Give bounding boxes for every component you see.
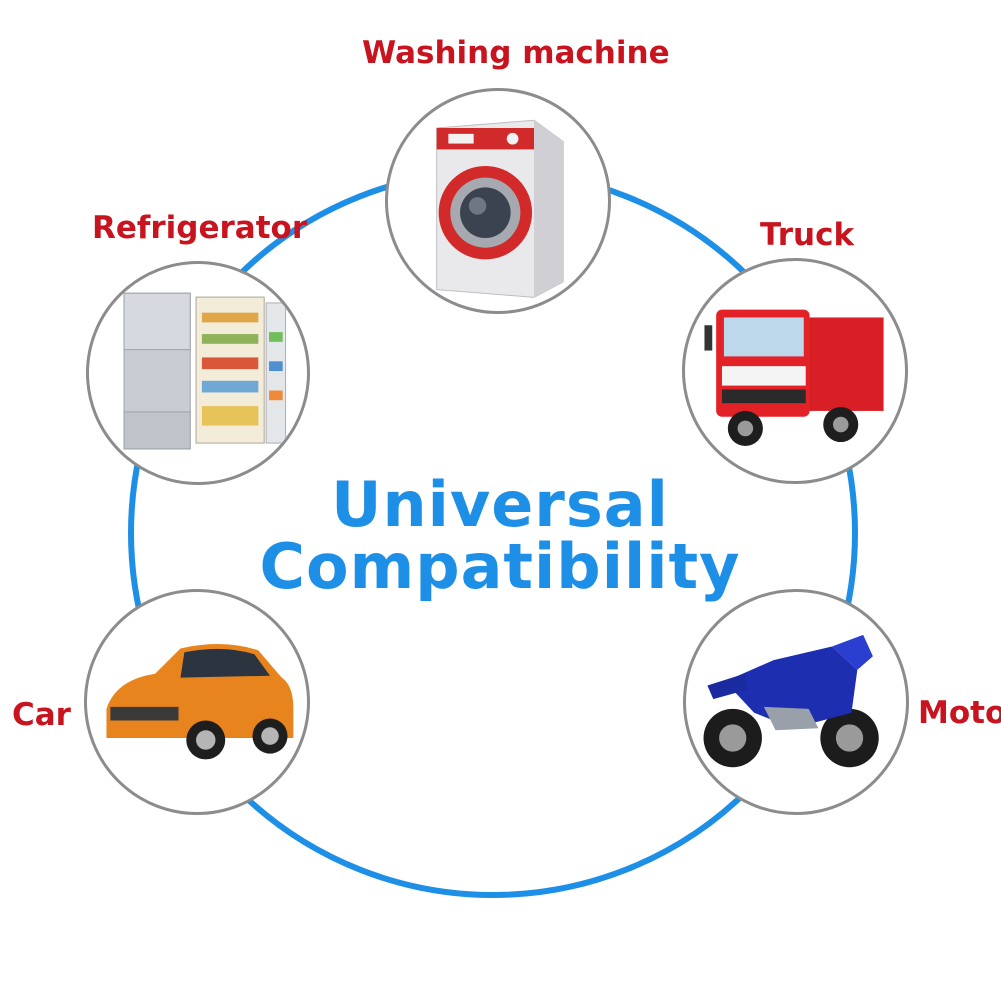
label-truck: Truck — [760, 217, 855, 253]
refrigerator-icon — [123, 292, 287, 450]
label-refrigerator: Refrigerator — [92, 210, 308, 246]
car-image — [84, 589, 310, 815]
motorcycle-icon — [703, 634, 879, 768]
label-washing-machine: Washing machine — [362, 35, 670, 71]
motorcycle-image — [683, 589, 909, 815]
truck-image — [682, 258, 908, 484]
washing-machine-icon — [436, 119, 564, 298]
refrigerator-image — [86, 261, 310, 485]
label-moto: Moto — [918, 695, 1001, 731]
headline-line-2: Compatibility — [259, 530, 741, 603]
headline: Universal Compatibility — [200, 474, 800, 598]
label-car: Car — [12, 697, 71, 733]
washing-machine-image — [385, 88, 611, 314]
truck-icon — [704, 309, 884, 446]
car-icon — [106, 644, 294, 760]
headline-line-1: Universal — [331, 468, 669, 541]
